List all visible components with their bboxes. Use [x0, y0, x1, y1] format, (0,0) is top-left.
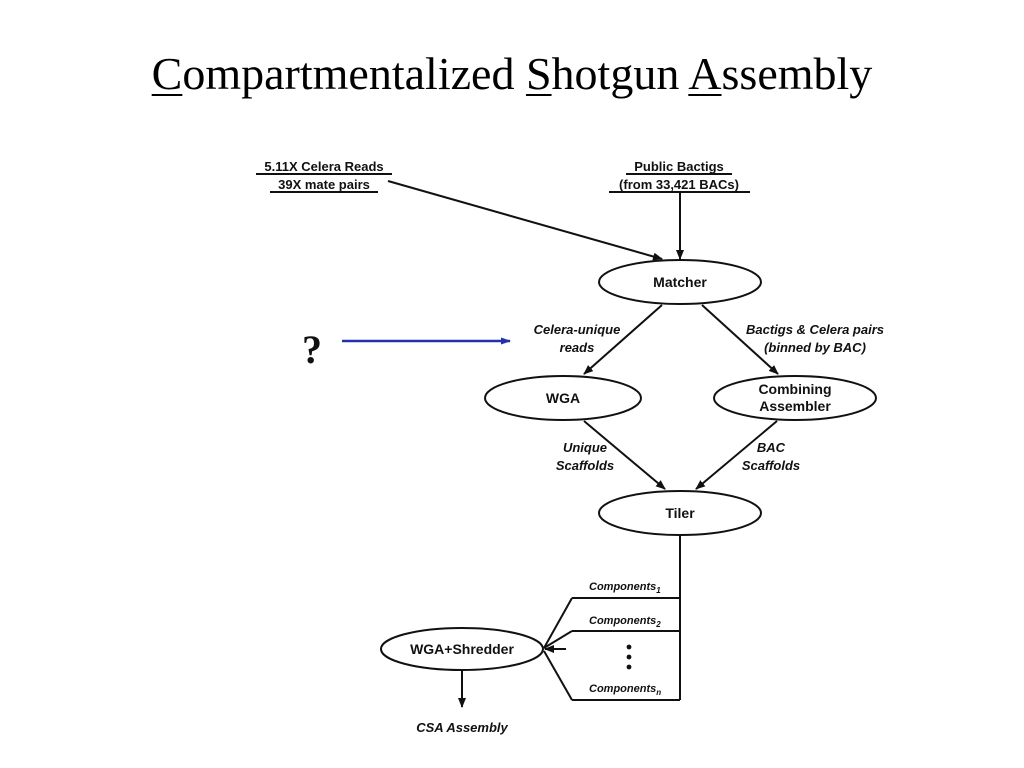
combining-assembler-node: Combining Assembler [713, 375, 877, 421]
title-part-2: S [525, 48, 552, 99]
components-1-label: Components1 [589, 581, 661, 595]
matcher-node: Matcher [598, 259, 762, 305]
wga-to-tiler-arrow [583, 420, 666, 490]
celera-reads-source: 5.11X Celera Reads 39X mate pairs [256, 159, 392, 193]
component-n-elbow [543, 650, 573, 701]
ellipsis-dot-3 [626, 664, 632, 670]
bactigs-pairs-label-line2: (binned by BAC) [764, 340, 866, 355]
tiler-node: Tiler [598, 490, 762, 536]
combining-label-line2: Assembler [759, 398, 831, 414]
wga-shredder-node: WGA+Shredder [380, 627, 544, 671]
wga-node: WGA [484, 375, 642, 421]
components-n-label: Componentsn [589, 683, 661, 697]
title-part-5: ssembly [721, 48, 873, 99]
bac-scaffolds-label-line2: Scaffolds [742, 458, 800, 473]
bactigs-pairs-label-line1: Bactigs & Celera pairs [746, 322, 884, 337]
unique-scaffolds-label-line2: Scaffolds [556, 458, 614, 473]
title-part-0: C [151, 48, 183, 99]
combining-to-tiler-arrow [695, 420, 778, 490]
question-mark: ? [302, 327, 322, 372]
bactigs-line1: Public Bactigs [634, 159, 724, 174]
slide-title: Compartmentalized Shotgun Assembly [0, 44, 1024, 104]
bac-scaffolds-label-line1: BAC [757, 440, 786, 455]
ellipsis-dot-1 [626, 644, 632, 650]
wga-label: WGA [546, 390, 580, 406]
ellipsis-dot-2 [626, 654, 632, 660]
components-2-label: Components2 [589, 615, 661, 629]
public-bactigs-source: Public Bactigs (from 33,421 BACs) [609, 159, 750, 193]
component-1-elbow [543, 597, 573, 649]
combining-label-line1: Combining [758, 381, 831, 397]
celera-unique-label-line2: reads [560, 340, 595, 355]
csa-assembly-output: CSA Assembly [416, 720, 508, 735]
title-part-1: ompartmentalized [182, 48, 526, 99]
celera-reads-line2: 39X mate pairs [278, 177, 370, 192]
matcher-label: Matcher [653, 274, 707, 290]
matcher-to-wga-arrow [583, 304, 663, 375]
matcher-to-combining-arrow [701, 304, 779, 375]
title-part-3: hotgun [551, 48, 689, 99]
title-part-4: A [688, 48, 722, 99]
bactigs-line2: (from 33,421 BACs) [619, 177, 739, 192]
celera-to-matcher-arrow [387, 180, 663, 261]
tiler-label: Tiler [665, 505, 695, 521]
unique-scaffolds-label-line1: Unique [563, 440, 607, 455]
celera-reads-line1: 5.11X Celera Reads [264, 159, 383, 174]
celera-unique-label-line1: Celera-unique [534, 322, 621, 337]
wga-shredder-label: WGA+Shredder [410, 641, 514, 657]
